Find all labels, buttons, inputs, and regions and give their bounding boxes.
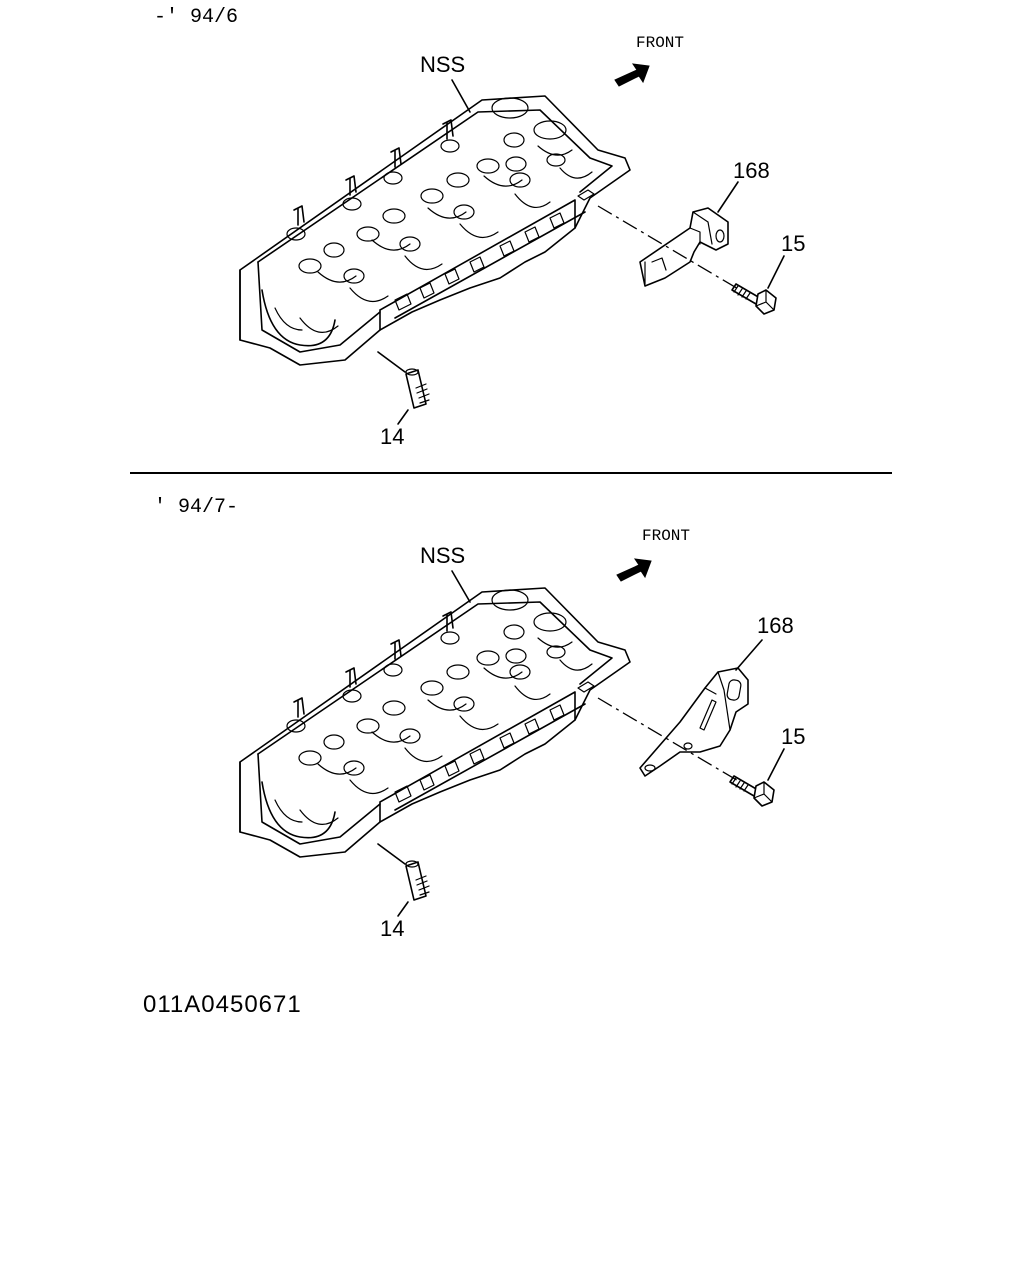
stud-bolt-icon — [405, 368, 430, 409]
leader-bracket — [717, 181, 739, 213]
panel-early: -' 94/6 FRONT NSS 168 15 14 — [154, 6, 805, 449]
callout-bracket: 168 — [733, 158, 770, 183]
bracket-drawing — [639, 207, 729, 287]
leader-bracket — [735, 639, 763, 671]
leader-nss — [451, 79, 471, 113]
callout-stud: 14 — [380, 424, 404, 449]
leader-stud-upper — [377, 843, 406, 865]
front-arrow-icon — [614, 63, 650, 87]
leader-stud — [397, 409, 409, 425]
front-label: FRONT — [636, 34, 684, 52]
callout-bracket: 168 — [757, 613, 794, 638]
cylinder-head-drawing — [239, 587, 631, 858]
leader-nss — [451, 570, 471, 603]
front-label: FRONT — [642, 527, 690, 545]
leader-stud-upper — [377, 351, 406, 373]
period-label: ' 94/7- — [154, 496, 238, 519]
callout-nss: NSS — [420, 52, 465, 77]
panel-late: ' 94/7- FRONT NSS 168 15 14 — [154, 496, 805, 941]
callout-stud: 14 — [380, 916, 404, 941]
period-label: -' 94/6 — [154, 6, 238, 29]
bolt-icon — [731, 283, 777, 315]
callout-nss: NSS — [420, 543, 465, 568]
callout-bolt: 15 — [781, 231, 805, 256]
stud-bolt-icon — [405, 860, 430, 901]
cylinder-head-drawing — [239, 95, 631, 366]
bracket-drawing — [639, 667, 749, 777]
leader-bolt — [767, 748, 785, 781]
leader-bolt — [767, 255, 785, 289]
assembly-line — [597, 205, 741, 291]
front-arrow-icon — [616, 558, 652, 582]
leader-stud — [397, 901, 409, 917]
assembly-line — [597, 697, 741, 783]
diagram-id: 011A0450671 — [143, 991, 302, 1018]
callout-bolt: 15 — [781, 724, 805, 749]
